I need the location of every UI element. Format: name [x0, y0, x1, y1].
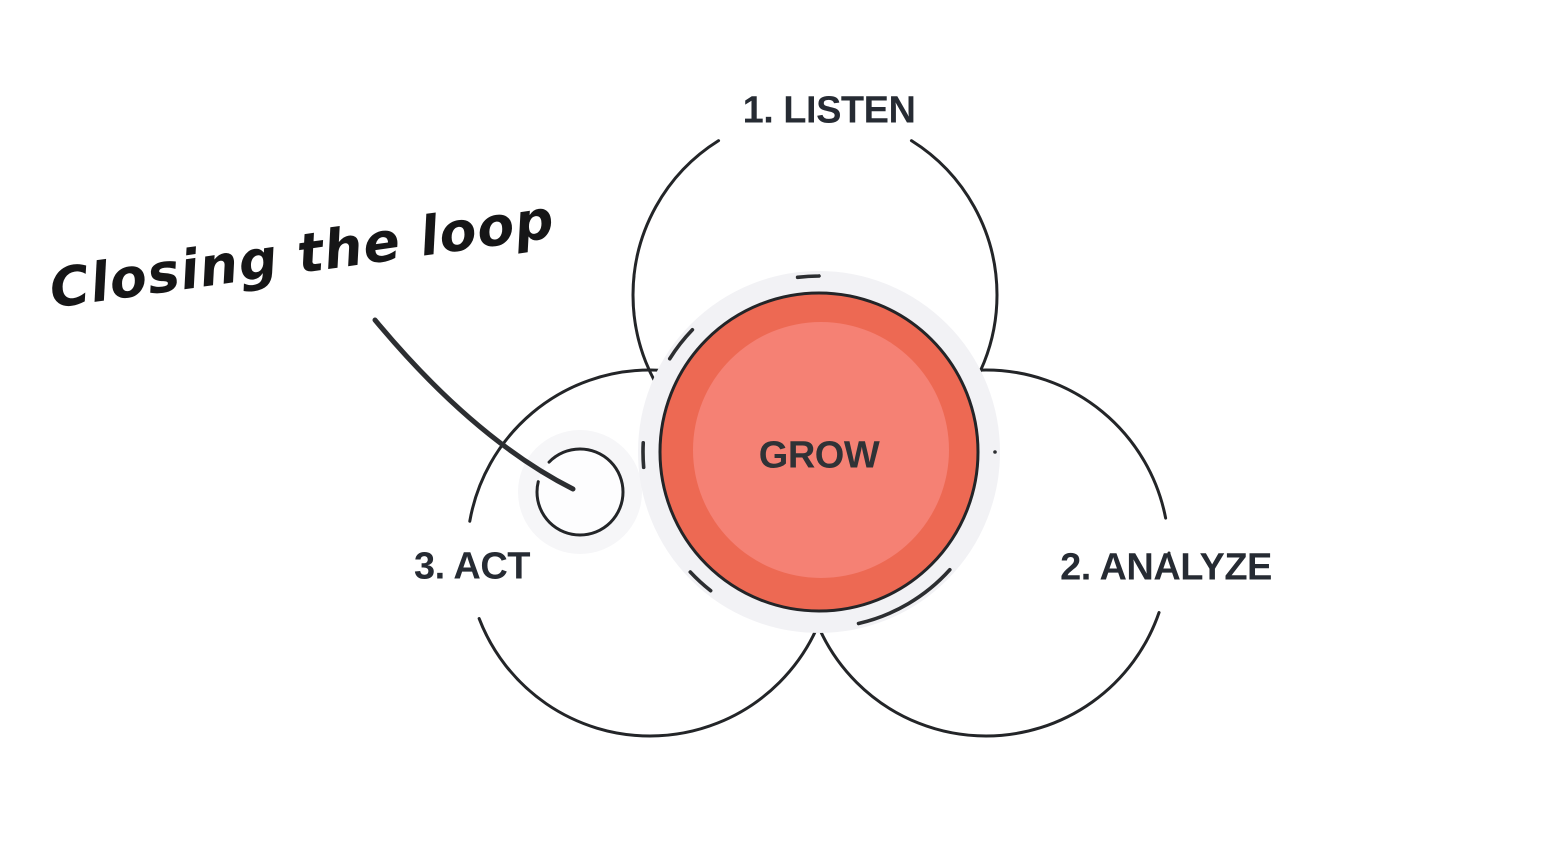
- annotation-arrow: [372, 317, 576, 492]
- label-grow: GROW: [758, 434, 880, 477]
- accent-dashes: [641, 274, 997, 630]
- grow-halo: [638, 271, 1000, 633]
- grow-circle-inner: [693, 322, 949, 578]
- label-listen: 1. LISTEN: [742, 89, 916, 132]
- label-analyze: 2. ANALYZE: [1060, 546, 1272, 589]
- callout-target-circle: [535, 447, 625, 537]
- label-act: 3. ACT: [414, 545, 530, 588]
